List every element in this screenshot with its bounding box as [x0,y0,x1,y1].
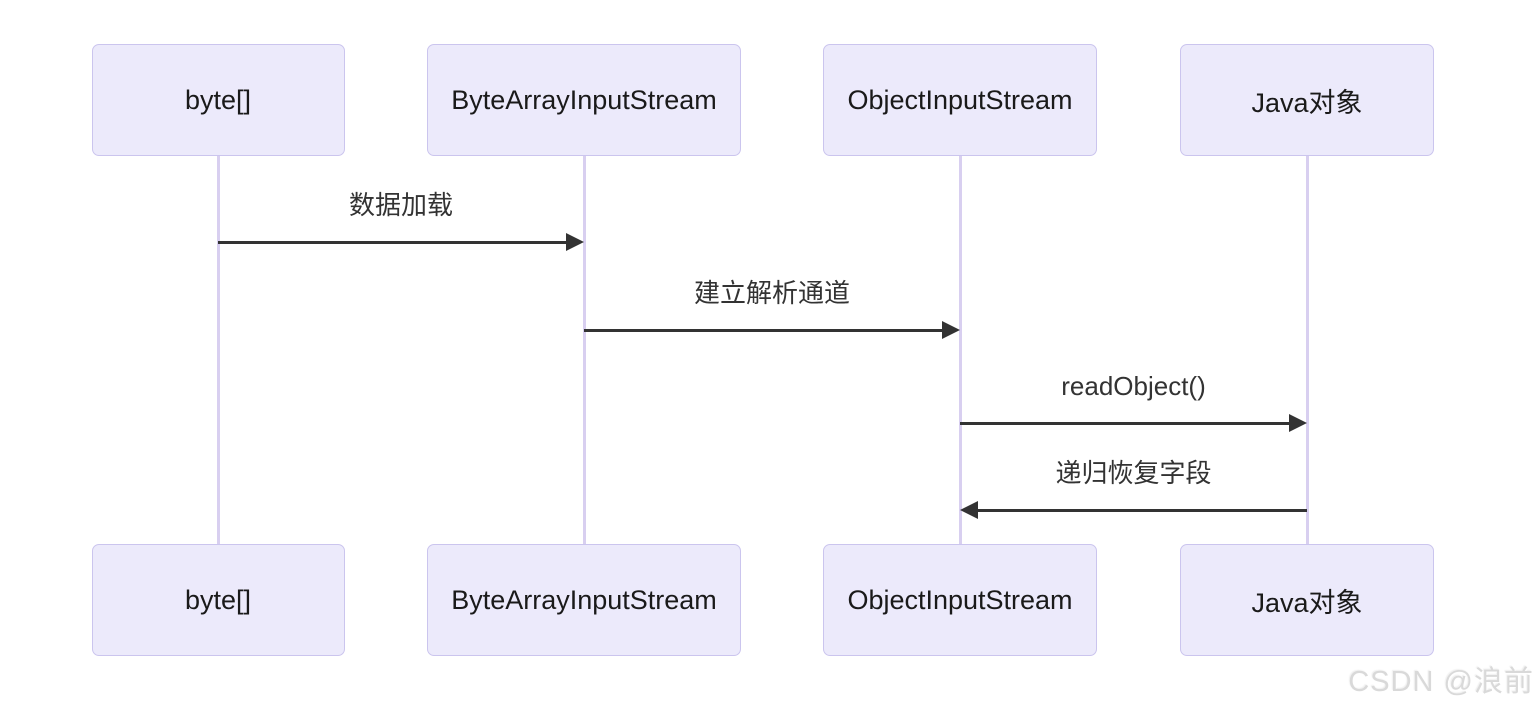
message-line-2 [960,421,1303,425]
message-label-3: 递归恢复字段 [1055,458,1212,488]
csdn-watermark: CSDN @浪前 [1348,666,1534,698]
actor-box-bottom-object-input-stream: ObjectInputStream [823,544,1097,656]
message-line-3 [964,508,1307,512]
lifeline-java-object [1305,155,1309,544]
actor-box-top-byte-array-input-stream: ByteArrayInputStream [427,44,741,156]
lifeline-byte-array [216,155,220,544]
arrowhead-icon-2 [1289,414,1307,432]
actor-box-top-java-object: Java对象 [1180,44,1434,156]
actor-box-bottom-byte-array: byte[] [91,544,345,656]
message-line-0 [218,240,580,244]
message-line-1 [584,328,956,332]
arrowhead-icon-1 [942,321,960,339]
actor-label-byte-array: byte[] [184,584,252,615]
actor-box-top-byte-array: byte[] [91,44,345,156]
actor-label-object-input-stream: ObjectInputStream [847,584,1073,615]
actor-box-bottom-byte-array-input-stream: ByteArrayInputStream [427,544,741,656]
message-label-2: readObject() [1061,371,1206,401]
actor-label-java-object: Java对象 [1251,587,1363,618]
actor-box-top-object-input-stream: ObjectInputStream [823,44,1097,156]
actor-label-byte-array-input-stream: ByteArrayInputStream [451,584,717,615]
actor-label-java-object: Java对象 [1251,87,1363,118]
actor-label-byte-array: byte[] [184,84,252,115]
arrowhead-icon-0 [566,233,584,251]
arrowhead-icon-3 [960,501,978,519]
message-label-0: 数据加载 [348,190,453,220]
actor-label-object-input-stream: ObjectInputStream [847,84,1073,115]
actor-box-bottom-java-object: Java对象 [1180,544,1434,656]
lifeline-byte-array-input-stream [582,155,586,544]
lifeline-object-input-stream [958,155,962,544]
message-label-1: 建立解析通道 [693,278,850,308]
actor-label-byte-array-input-stream: ByteArrayInputStream [451,84,717,115]
